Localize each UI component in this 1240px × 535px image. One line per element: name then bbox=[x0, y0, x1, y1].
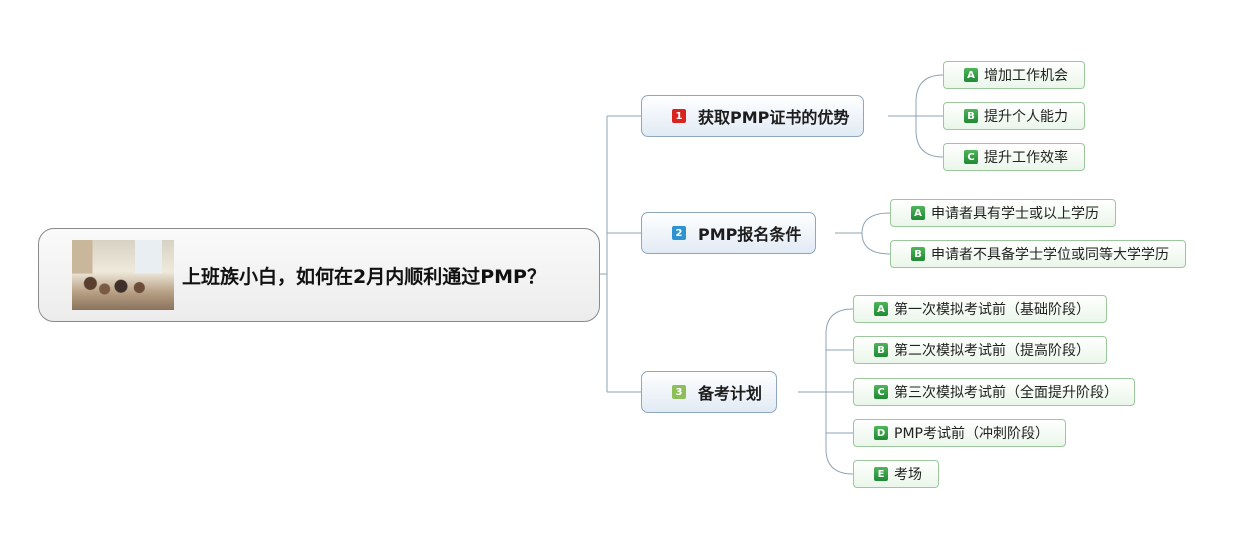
leaf-topic[interactable]: E 考场 bbox=[853, 460, 939, 488]
leaf-topic[interactable]: B 第二次模拟考试前（提高阶段） bbox=[853, 336, 1107, 364]
leaf-label: 增加工作机会 bbox=[984, 68, 1068, 84]
leaf-topic[interactable]: D PMP考试前（冲刺阶段） bbox=[853, 419, 1066, 447]
branch-study-plan[interactable]: 3 备考计划 bbox=[641, 371, 778, 413]
leaf-label: 申请者不具备学士学位或同等大学学历 bbox=[931, 247, 1169, 263]
number-1-icon: 1 bbox=[672, 109, 686, 123]
branch-requirements[interactable]: 2 PMP报名条件 bbox=[641, 212, 817, 254]
leaf-topic[interactable]: C 第三次模拟考试前（全面提升阶段） bbox=[853, 378, 1135, 406]
letter-c-icon: C bbox=[964, 150, 978, 164]
letter-a-icon: A bbox=[911, 206, 925, 220]
leaf-label: 第一次模拟考试前（基础阶段） bbox=[894, 302, 1090, 318]
branch-label: 备考计划 bbox=[698, 384, 763, 403]
letter-a-icon: A bbox=[874, 302, 888, 316]
leaf-label: 第三次模拟考试前（全面提升阶段） bbox=[894, 385, 1118, 401]
leaf-topic[interactable]: B 申请者不具备学士学位或同等大学学历 bbox=[890, 240, 1186, 268]
classroom-photo bbox=[72, 240, 174, 310]
number-2-icon: 2 bbox=[672, 226, 686, 240]
letter-d-icon: D bbox=[874, 426, 888, 440]
letter-a-icon: A bbox=[964, 68, 978, 82]
root-topic[interactable]: 上班族小白，如何在2月内顺利通过PMP？ bbox=[38, 228, 600, 322]
leaf-topic[interactable]: C 提升工作效率 bbox=[943, 143, 1085, 171]
leaf-label: PMP考试前（冲刺阶段） bbox=[894, 426, 1049, 442]
letter-b-icon: B bbox=[911, 247, 925, 261]
branch-label: PMP报名条件 bbox=[698, 225, 802, 244]
leaf-label: 第二次模拟考试前（提高阶段） bbox=[894, 343, 1090, 359]
letter-e-icon: E bbox=[874, 467, 888, 481]
leaf-topic[interactable]: A 第一次模拟考试前（基础阶段） bbox=[853, 295, 1107, 323]
branch-label: 获取PMP证书的优势 bbox=[698, 108, 850, 127]
letter-c-icon: C bbox=[874, 385, 888, 399]
leaf-topic[interactable]: A 增加工作机会 bbox=[943, 61, 1085, 89]
leaf-label: 申请者具有学士或以上学历 bbox=[931, 206, 1099, 222]
leaf-label: 提升个人能力 bbox=[984, 109, 1068, 125]
leaf-label: 考场 bbox=[894, 467, 922, 483]
letter-b-icon: B bbox=[874, 343, 888, 357]
letter-b-icon: B bbox=[964, 109, 978, 123]
root-topic-label: 上班族小白，如何在2月内顺利通过PMP？ bbox=[182, 265, 546, 288]
leaf-label: 提升工作效率 bbox=[984, 150, 1068, 166]
branch-advantages[interactable]: 1 获取PMP证书的优势 bbox=[641, 95, 865, 137]
leaf-topic[interactable]: B 提升个人能力 bbox=[943, 102, 1085, 130]
number-3-icon: 3 bbox=[672, 385, 686, 399]
leaf-topic[interactable]: A 申请者具有学士或以上学历 bbox=[890, 199, 1116, 227]
